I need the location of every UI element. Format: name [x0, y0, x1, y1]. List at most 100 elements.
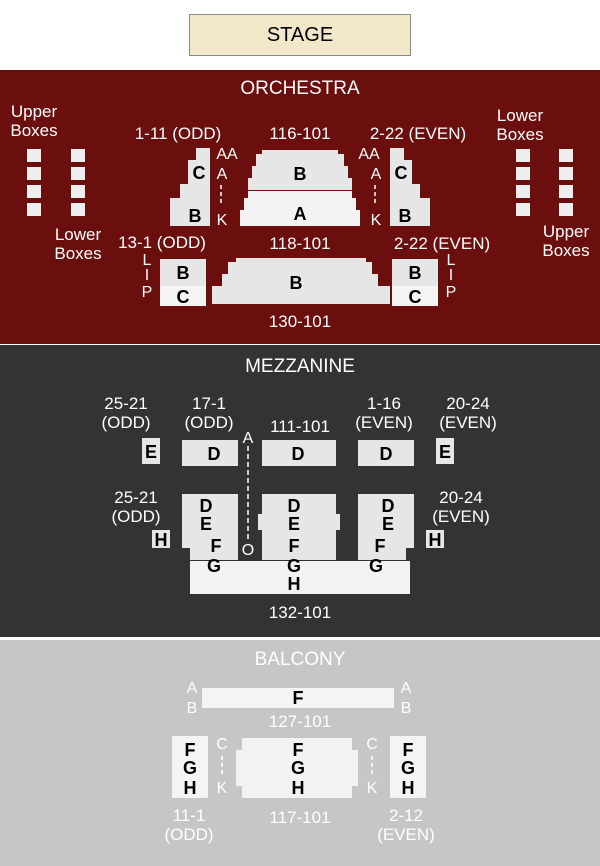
stage-label: STAGE [266, 24, 334, 46]
section-b-label: B [293, 164, 307, 184]
orch-left-b-block[interactable] [170, 198, 210, 226]
section-h-label: H [154, 530, 168, 550]
section-d-label: D [199, 496, 213, 516]
lower-box[interactable] [71, 203, 85, 216]
row-a-right: A [370, 166, 382, 183]
mezz-box-right-h[interactable] [426, 530, 444, 548]
section-f-label: F [184, 740, 196, 760]
section-f-label: F [292, 688, 304, 708]
lower-boxes-left-label: Lower Boxes [54, 225, 102, 263]
section-d-label: D [287, 496, 301, 516]
balc-right-bottom-label: 2-12 (EVEN) [377, 806, 435, 844]
lower-box[interactable] [71, 167, 85, 180]
mezz-box-left-e[interactable] [142, 438, 160, 464]
section-e-label: E [199, 514, 212, 534]
upper-box[interactable] [27, 149, 41, 162]
section-g-label: G [290, 758, 305, 778]
upper-box[interactable] [559, 203, 573, 216]
orch-lower-right-b-block[interactable] [392, 259, 438, 286]
balc-right-block[interactable] [390, 736, 426, 798]
section-b-label: B [176, 263, 190, 283]
balc-front-f-block[interactable] [202, 688, 394, 708]
balc-center-bottom-label: 117-101 [269, 808, 331, 827]
mezz-box-right-bottom-label: 20-24 (EVEN) [432, 488, 490, 526]
upper-box[interactable] [27, 167, 41, 180]
lower-box[interactable] [516, 203, 530, 216]
section-h-label: H [183, 778, 197, 798]
section-b-label: B [398, 206, 412, 226]
balc-left-block[interactable] [172, 736, 208, 798]
section-a-label: A [293, 204, 307, 224]
mezz-center-d-block[interactable] [262, 440, 336, 466]
row-a-balc-left: A [186, 680, 198, 697]
upper-box[interactable] [27, 185, 41, 198]
orch-left-c-block[interactable] [196, 148, 210, 160]
orch-center-b-block [248, 150, 352, 190]
mezz-box-left-top-label: 25-21 (ODD) [101, 394, 151, 432]
upper-box[interactable] [559, 185, 573, 198]
section-d-label: D [291, 444, 305, 464]
row-o-mezz: O [241, 542, 255, 559]
row-a-mezz: A [242, 430, 254, 447]
upper-box[interactable] [559, 149, 573, 162]
orch-right-c-block[interactable] [390, 148, 404, 160]
orch-right-b-block[interactable] [390, 198, 430, 226]
balcony-title: BALCONY [254, 649, 346, 670]
mezz-box-right-e[interactable] [436, 438, 454, 464]
mezz-rear-h-block [190, 561, 410, 594]
section-g-label: G [286, 556, 301, 576]
section-f-label: F [402, 740, 414, 760]
upper-boxes-right-label: Upper Boxes [542, 222, 590, 260]
orch-center-lower-b-block [212, 258, 390, 304]
section-d-label: D [207, 444, 221, 464]
section-b-label: B [408, 263, 422, 283]
row-b-balc-right: B [400, 700, 412, 717]
upper-box[interactable] [27, 203, 41, 216]
balc-center-block [236, 738, 358, 798]
mezz-box-left-h[interactable] [152, 530, 170, 548]
orch-left-b-block[interactable] [180, 184, 210, 198]
row-a-balc-right: A [400, 680, 412, 697]
orch-lower-right-c-block[interactable] [392, 286, 438, 306]
orch-center-bottom-label: 130-101 [268, 312, 332, 331]
lower-box[interactable] [71, 185, 85, 198]
mezz-box-right-top-label: 20-24 (EVEN) [439, 394, 497, 432]
mezz-left-d-block[interactable] [182, 440, 238, 466]
mezzanine-title: MEZZANINE [245, 356, 355, 377]
balc-center-top-label: 127-101 [268, 712, 332, 731]
section-f-label: F [210, 536, 222, 556]
row-p-left: P [141, 284, 153, 301]
mezz-right-d-block[interactable] [358, 440, 414, 466]
section-c-label: C [408, 287, 422, 307]
lower-box[interactable] [516, 185, 530, 198]
section-g-label: G [368, 556, 383, 576]
mezz-center-bottom-label: 132-101 [268, 603, 332, 622]
row-a-left: A [216, 166, 228, 183]
lower-box[interactable] [71, 149, 85, 162]
orch-left-c-block[interactable] [188, 160, 210, 184]
row-c-balc-left: C [216, 736, 228, 753]
mezz-left-main-block [182, 494, 238, 560]
row-k-balc-left: K [216, 780, 228, 797]
section-g-label: G [182, 758, 197, 778]
row-k-left: K [216, 212, 228, 229]
orch-lower-left-b-block[interactable] [160, 259, 206, 286]
lower-box[interactable] [516, 167, 530, 180]
section-e-label: E [438, 442, 451, 462]
section-b-label: B [289, 273, 303, 293]
row-l-right: L [446, 252, 456, 269]
section-d-label: D [381, 496, 395, 516]
upper-box[interactable] [559, 167, 573, 180]
orch-right-c-block[interactable] [390, 160, 412, 184]
mezz-center-main-block [258, 494, 340, 560]
section-g-label: G [206, 556, 221, 576]
lower-box[interactable] [516, 149, 530, 162]
orch-lower-left-c-block[interactable] [160, 286, 206, 306]
orch-center-a-block [240, 191, 360, 226]
row-k-balc-right: K [366, 780, 378, 797]
orch-right-b-block[interactable] [390, 184, 420, 198]
orch-left-mid-label: 13-1 (ODD) [118, 233, 206, 252]
orch-center-mid-label: 118-101 [269, 234, 331, 253]
